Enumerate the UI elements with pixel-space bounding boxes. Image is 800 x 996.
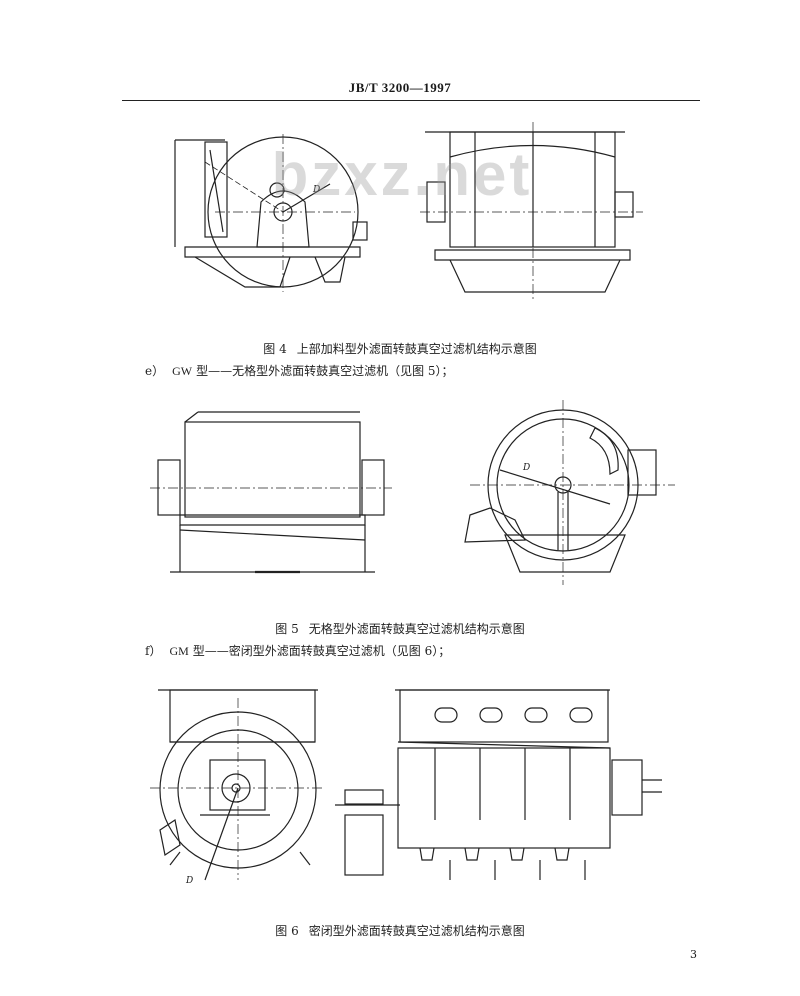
figure-5-title: 无格型外滤面转鼓真空过滤机结构示意图 [308,622,525,636]
figure-4-drawing: D [165,122,645,312]
figure-5-dimension-label: D [523,463,531,473]
figure-4-caption: 图 4 上部加料型外滤面转鼓真空过滤机结构示意图 [0,340,800,357]
figure-5-caption: 图 5 无格型外滤面转鼓真空过滤机结构示意图 [0,620,800,637]
watermark: bzxz.net [271,141,533,208]
figure-6-title: 密闭型外滤面转鼓真空过滤机结构示意图 [308,924,525,938]
list-item-f-code: GM [169,644,189,658]
page-header: JB/T 3200—1997 [348,80,452,95]
list-item-e-code: GW [172,364,193,378]
figure-4-title: 上部加料型外滤面转鼓真空过滤机结构示意图 [296,342,537,356]
list-item-e-text: 型——无格型外滤面转鼓真空过滤机（见图 5）； [196,364,454,378]
figure-5-drawing: D [140,400,680,590]
figure-5-number: 图 5 [275,622,299,636]
figure-6-dimension-label: D [186,876,194,886]
list-item-f-marker: f） [145,644,162,658]
page-number: 3 [690,948,697,961]
figure-4-number: 图 4 [263,342,287,356]
figure-6-drawing: D [150,680,670,892]
figure-6-caption: 图 6 密闭型外滤面转鼓真空过滤机结构示意图 [0,922,800,939]
list-item-f-text: 型——密闭型外滤面转鼓真空过滤机（见图 6）； [192,644,451,658]
figure-4-dimension-label: D [313,185,321,195]
figure-6-number: 图 6 [275,924,299,938]
header-rule [122,100,700,101]
list-item-e-marker: e） [145,364,165,378]
